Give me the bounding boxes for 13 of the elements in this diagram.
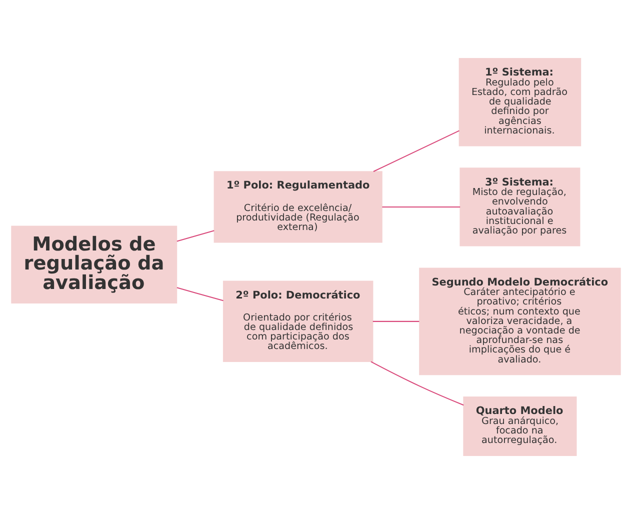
connector: [176, 286, 224, 301]
node-box: 1º Polo: Regulamentado Critério de excelência/ produtividade (Regulação externa): [214, 170, 382, 242]
connector: [370, 360, 464, 406]
node-box: 2º Polo: Democrático Orientado por critérios de qualidade definidos com participação dos acadêmicos.: [222, 280, 374, 362]
node-box: Segundo Modelo Democrático Caráter antecipatório e proativo; critérios éticos; num contexto que valoriza veracidade, a negociação a vontade de aprofundar-se nas implicações do que é avaliado.: [419, 267, 621, 375]
node-box: 1º Sistema: Regulado pelo Estado, com padrão de qualidade definido por agências internacionais.: [458, 58, 582, 146]
connector: [382, 206, 460, 208]
connector: [373, 130, 460, 172]
node-box: 3º Sistema: Misto de regulação, envolvendo autoavaliação institucional e avaliação por pares: [460, 167, 580, 246]
connector: [176, 230, 214, 242]
node-box: Modelos de regulação da avaliação: [11, 225, 178, 304]
node-box: Quarto Modelo Grau anárquico, focado na autorregulação.: [463, 396, 577, 456]
connector: [372, 320, 420, 322]
